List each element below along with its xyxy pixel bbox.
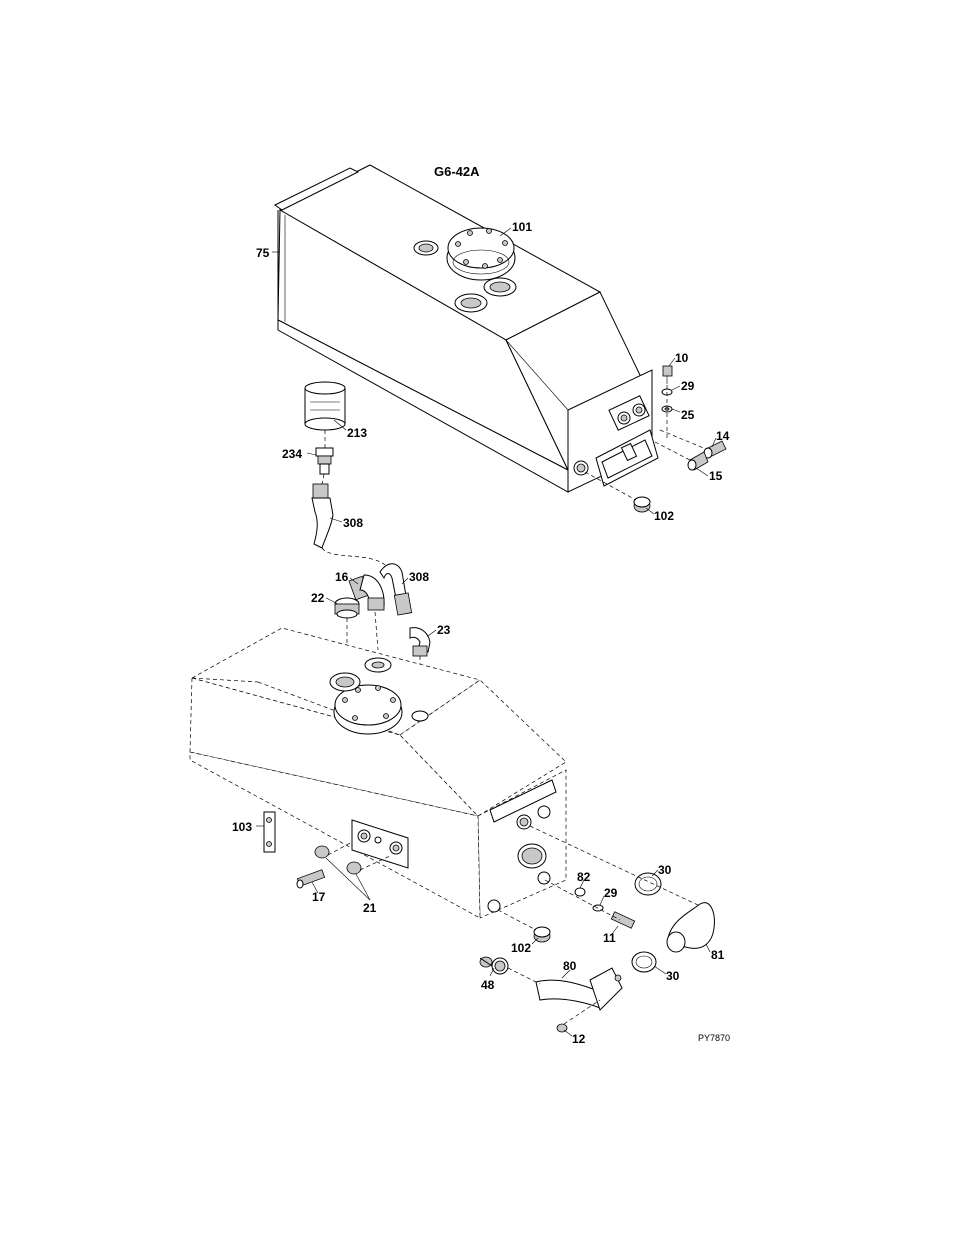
callout-22: 22 bbox=[311, 591, 325, 605]
elbow-16 bbox=[348, 574, 385, 611]
bolt-10 bbox=[662, 365, 673, 384]
callout-75: 75 bbox=[256, 246, 270, 260]
cover-plate-101 bbox=[446, 227, 516, 281]
callout-308-upper: 308 bbox=[343, 516, 363, 530]
clamp-30-upper bbox=[634, 872, 662, 896]
plug-102-lower bbox=[533, 926, 551, 943]
callout-48: 48 bbox=[481, 978, 495, 992]
callout-102-lower: 102 bbox=[511, 941, 531, 955]
callout-11: 11 bbox=[603, 931, 616, 945]
lower-tank-assembly bbox=[189, 627, 715, 1033]
washer-82 bbox=[574, 887, 586, 897]
callout-30-upper: 30 bbox=[658, 863, 672, 877]
plugs-21 bbox=[314, 845, 362, 875]
callout-15: 15 bbox=[709, 469, 723, 483]
side-port-panel bbox=[351, 819, 409, 869]
fitting-15 bbox=[687, 451, 709, 471]
plug-102-upper bbox=[633, 496, 651, 513]
end-ports bbox=[487, 779, 557, 913]
callout-308-lower: 308 bbox=[409, 570, 429, 584]
elbow-fittings bbox=[334, 563, 431, 710]
callout-10: 10 bbox=[675, 351, 689, 365]
lower-cover-plate bbox=[333, 684, 403, 735]
callout-81: 81 bbox=[711, 948, 725, 962]
callout-21: 21 bbox=[363, 901, 377, 915]
callout-101: 101 bbox=[512, 220, 532, 234]
callout-80: 80 bbox=[563, 959, 577, 973]
callout-leaders bbox=[256, 227, 717, 1037]
fitting-17 bbox=[296, 869, 326, 889]
diagram-title: G6-42A bbox=[434, 164, 480, 179]
callout-25: 25 bbox=[681, 408, 695, 422]
callout-16: 16 bbox=[335, 570, 349, 584]
hose-81 bbox=[666, 902, 715, 953]
side-ports bbox=[573, 395, 650, 476]
valve-48 bbox=[479, 956, 509, 975]
callout-103: 103 bbox=[232, 820, 252, 834]
callout-30-lower: 30 bbox=[666, 969, 680, 983]
nut-12 bbox=[556, 1023, 568, 1033]
hose-308-upper bbox=[311, 483, 334, 549]
callout-102-upper: 102 bbox=[654, 509, 674, 523]
callout-labels: 101 75 10 29 25 14 15 102 213 234 308 16… bbox=[232, 220, 730, 1046]
callout-14: 14 bbox=[716, 429, 730, 443]
callout-23: 23 bbox=[437, 623, 451, 637]
callout-82: 82 bbox=[577, 870, 591, 884]
bracket bbox=[595, 429, 659, 487]
callout-29-upper: 29 bbox=[681, 379, 695, 393]
adapter-234 bbox=[315, 447, 334, 475]
callout-17: 17 bbox=[312, 890, 326, 904]
bracket-103 bbox=[263, 811, 276, 853]
callout-234: 234 bbox=[282, 447, 302, 461]
bolt-11 bbox=[610, 911, 636, 929]
drawing-code: PY7870 bbox=[698, 1033, 730, 1043]
hose-308-lower bbox=[379, 563, 413, 616]
callout-12: 12 bbox=[572, 1032, 586, 1046]
upper-tank-assembly bbox=[274, 164, 727, 513]
plug-22 bbox=[334, 597, 360, 619]
filter-213 bbox=[304, 381, 346, 431]
fitting-14 bbox=[703, 440, 727, 459]
clamp-30-lower bbox=[631, 951, 657, 973]
filter-assembly bbox=[304, 381, 386, 566]
callout-213: 213 bbox=[347, 426, 367, 440]
elbow-23 bbox=[409, 627, 431, 657]
callout-29-lower: 29 bbox=[604, 886, 618, 900]
hose-80 bbox=[535, 967, 623, 1011]
